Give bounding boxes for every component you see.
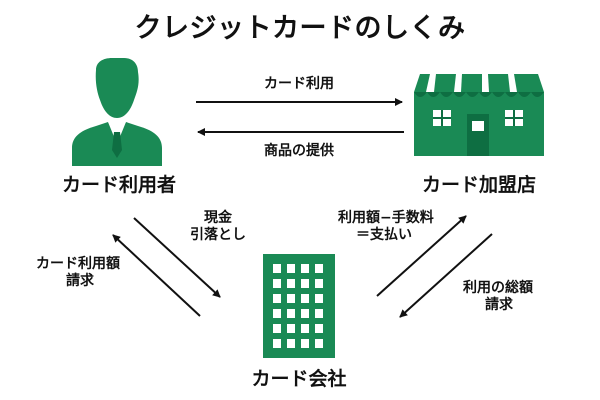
building-window xyxy=(301,339,309,348)
building-window xyxy=(301,294,309,303)
building-window xyxy=(315,264,323,273)
flow-card-use: カード利用 xyxy=(264,76,334,92)
diagram-title: クレジットカードのしくみ xyxy=(134,13,466,44)
arrow-cash-debit xyxy=(133,217,221,298)
flow-bill-total-line2: 請求 xyxy=(485,297,513,313)
flow-bill-total: 利用の総額 請求 xyxy=(463,280,533,314)
flow-bill-user-line1: カード利用額 xyxy=(36,256,120,272)
flow-pay-merchant-line1: 利用額−手数料 xyxy=(338,210,434,226)
building-window xyxy=(315,294,323,303)
building-window xyxy=(315,279,323,288)
flow-pay-merchant: 利用額−手数料 ＝支払い xyxy=(338,210,434,244)
arrow-pay-merchant xyxy=(376,215,467,297)
building-window xyxy=(273,324,281,333)
office-building-icon xyxy=(263,254,335,358)
arrow-bill-total xyxy=(399,233,493,318)
building-window xyxy=(301,309,309,318)
store-icon xyxy=(414,74,544,156)
flow-bill-user-line2: 請求 xyxy=(66,273,94,289)
flow-cash-debit: 現金 引落とし xyxy=(190,210,246,244)
building-window xyxy=(301,279,309,288)
building-window xyxy=(287,339,295,348)
building-window xyxy=(287,279,295,288)
building-window xyxy=(273,294,281,303)
merchant-label: カード加盟店 xyxy=(421,174,537,196)
person-icon xyxy=(72,58,162,166)
flow-cash-debit-line2: 引落とし xyxy=(190,227,246,243)
arrow-bill-user xyxy=(112,234,201,317)
building-window xyxy=(287,264,295,273)
building-window xyxy=(273,264,281,273)
building-window xyxy=(301,264,309,273)
building-window xyxy=(315,339,323,348)
building-window xyxy=(287,309,295,318)
building-window xyxy=(273,279,281,288)
flow-cash-debit-line1: 現金 xyxy=(204,210,232,226)
building-window xyxy=(287,324,295,333)
flow-bill-total-line1: 利用の総額 xyxy=(463,280,533,296)
building-window xyxy=(315,324,323,333)
building-window xyxy=(287,294,295,303)
building-window xyxy=(273,339,281,348)
flow-pay-merchant-line2: ＝支払い xyxy=(356,227,412,243)
user-label: カード利用者 xyxy=(61,174,177,196)
building-window xyxy=(273,309,281,318)
building-window xyxy=(315,309,323,318)
flow-goods: 商品の提供 xyxy=(264,143,334,159)
building-window xyxy=(301,324,309,333)
flow-bill-user: カード利用額 請求 xyxy=(36,256,120,290)
company-label: カード会社 xyxy=(251,368,347,390)
